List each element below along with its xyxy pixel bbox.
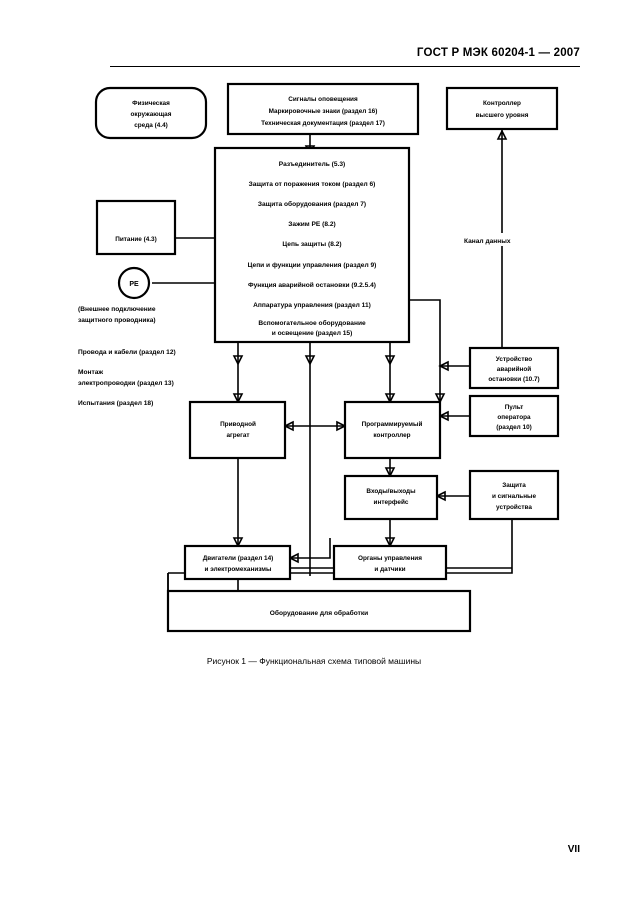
supervisory-line-2: высшего уровня: [476, 112, 529, 119]
drive-line-1: Приводной: [220, 420, 256, 428]
operator-line-3: (раздел 10): [496, 424, 532, 431]
pe-label: PE: [129, 281, 139, 288]
box-physical-environment: Физическая окружающая среда (4.4): [94, 86, 208, 140]
signals-line-2: Маркировочные знаки (раздел 16): [269, 108, 378, 115]
side-label-tests: Испытания (раздел 18): [78, 400, 153, 407]
box-motors: Двигатели (раздел 14) и электромеханизмы: [183, 544, 292, 581]
io-line-1: Входы/выходы: [366, 488, 416, 495]
label-data-link: Канал данных: [462, 233, 540, 246]
env-line-2: окружающая: [131, 111, 172, 118]
central-line-10: и освещение (раздел 15): [272, 330, 353, 337]
actuators-line-1: Органы управления: [358, 555, 422, 562]
box-supervisory-controller: Контроллер высшего уровня: [445, 86, 559, 131]
box-drive-unit: Приводной агрегат: [188, 400, 287, 460]
motors-line-1: Двигатели (раздел 14): [203, 555, 274, 562]
node-pe-terminal: PE (Внешнее подключение защитного провод…: [78, 266, 156, 324]
central-line-2: Защита от поражения током (раздел 6): [249, 181, 376, 188]
central-line-5: Цепь защиты (8.2): [282, 241, 341, 248]
operator-line-2: оператора: [497, 414, 531, 421]
header-rule: [110, 66, 580, 67]
box-processing-equipment: Оборудование для обработки: [166, 589, 472, 633]
box-programmable-controller: Программируемый контроллер: [343, 400, 442, 460]
box-io-interface: Входы/выходы интерфейс: [343, 474, 439, 521]
standard-header: ГОСТ Р МЭК 60204-1 — 2007: [416, 47, 580, 59]
box-power-supply: Питание (4.3): [95, 199, 177, 256]
box-emergency-stop-device: Устройство аварийной остановки (10.7): [468, 346, 560, 390]
protection-line-3: устройства: [496, 503, 532, 511]
central-line-8: Аппаратура управления (раздел 11): [253, 302, 371, 309]
pe-note-line-2: защитного проводника): [78, 317, 156, 324]
signals-line-3: Техническая документация (раздел 17): [261, 120, 385, 127]
process-line-1: Оборудование для обработки: [270, 609, 368, 617]
pe-note-line-1: (Внешнее подключение: [78, 306, 156, 313]
side-label-wiring: Провода и кабели (раздел 12): [78, 348, 176, 356]
protection-line-1: Защита: [502, 482, 526, 489]
connector-lines: [152, 129, 513, 631]
page-number: VII: [567, 844, 580, 855]
box-controls-sensors: Органы управления и датчики: [332, 544, 448, 581]
supply-line-1: Питание (4.3): [115, 236, 156, 243]
central-line-4: Зажим PE (8.2): [288, 221, 335, 228]
plc-line-1: Программируемый: [362, 420, 423, 428]
box-warning-signals: Сигналы оповещения Маркировочные знаки (…: [226, 82, 420, 136]
operator-line-1: Пульт: [505, 404, 524, 411]
estop-line-2: аварийной: [497, 365, 531, 373]
central-line-7: Функция аварийной остановки (9.2.5.4): [248, 281, 376, 289]
side-label-install-2: электропроводки (раздел 13): [78, 380, 174, 387]
env-line-1: Физическая: [132, 100, 170, 107]
data-link-text: Канал данных: [464, 238, 511, 245]
supervisory-line-1: Контроллер: [483, 100, 521, 107]
signals-line-1: Сигналы оповещения: [288, 96, 358, 103]
motors-line-2: и электромеханизмы: [205, 566, 272, 573]
side-label-group: Провода и кабели (раздел 12) Монтаж элек…: [78, 348, 176, 407]
figure-caption: Рисунок 1 — Функциональная схема типовой…: [206, 656, 422, 666]
side-label-install-1: Монтаж: [78, 369, 103, 376]
estop-line-3: остановки (10.7): [488, 376, 539, 383]
io-line-2: интерфейс: [374, 498, 409, 506]
protection-line-2: и сигнальные: [492, 493, 537, 500]
plc-line-2: контроллер: [373, 432, 410, 439]
central-line-6: Цепи и функции управления (раздел 9): [248, 262, 377, 269]
box-operator-panel: Пульт оператора (раздел 10): [468, 394, 560, 438]
box-electrical-equipment: Разъединитель (5.3) Защита от поражения …: [213, 146, 411, 344]
central-line-1: Разъединитель (5.3): [279, 161, 345, 168]
central-line-3: Защита оборудования (раздел 7): [258, 200, 366, 208]
actuators-line-2: и датчики: [374, 566, 405, 573]
box-protection-signal-devices: Защита и сигнальные устройства: [468, 469, 560, 521]
estop-line-1: Устройство: [496, 355, 533, 363]
diagram-canvas: Физическая окружающая среда (4.4) Сигнал…: [78, 82, 560, 633]
env-line-3: среда (4.4): [134, 122, 168, 129]
central-line-9: Вспомогательное оборудование: [258, 319, 366, 327]
figure-functional-diagram: Физическая окружающая среда (4.4) Сигнал…: [0, 76, 628, 656]
drive-line-2: агрегат: [226, 432, 249, 439]
